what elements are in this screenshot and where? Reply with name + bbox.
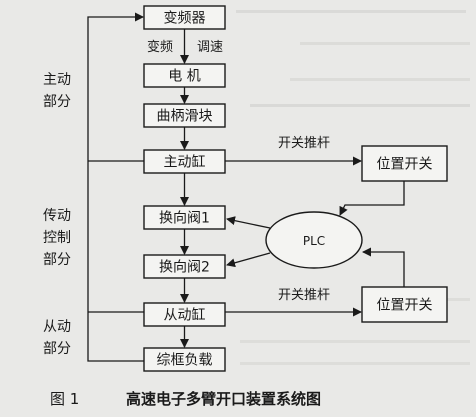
svg-text:部分: 部分 — [43, 94, 71, 110]
side-label-active-part: 主动 部分 — [43, 72, 71, 110]
svg-text:部分: 部分 — [43, 252, 71, 268]
left-grouping-lines — [87, 12, 144, 362]
box-master-cylinder-label: 主动缸 — [164, 154, 206, 171]
box-master-cylinder: 主动缸 — [143, 149, 226, 174]
svg-text:控制: 控制 — [43, 230, 71, 246]
box-slave-cylinder-label: 从动缸 — [164, 307, 206, 324]
box-inverter: 变频器 — [143, 5, 226, 30]
box-slave-cylinder: 从动缸 — [143, 302, 226, 327]
box-crank-slider: 曲柄滑块 — [143, 103, 226, 128]
svg-text:传动: 传动 — [43, 208, 71, 224]
box-valve-2: 换向阀2 — [143, 254, 226, 279]
caption-title: 高速电子多臂开口装置系统图 — [126, 390, 321, 408]
box-valve-1-label: 换向阀1 — [159, 210, 210, 227]
arrow-plc-to-valve2 — [226, 252, 271, 268]
svg-text:部分: 部分 — [43, 341, 71, 357]
svg-text:主动: 主动 — [43, 72, 71, 88]
plc-label: PLC — [303, 234, 325, 248]
box-crank-slider-label: 曲柄滑块 — [157, 108, 213, 125]
side-label-transmission-control-part: 传动 控制 部分 — [43, 208, 71, 268]
label-switch-push-top: 开关推杆 — [278, 136, 330, 151]
box-valve-2-label: 换向阀2 — [159, 259, 210, 276]
box-heddle-load: 综框负载 — [143, 347, 226, 372]
switch-push-top: 开关推杆 — [225, 136, 362, 166]
box-valve-1: 换向阀1 — [143, 205, 226, 230]
box-position-switch-bottom-label: 位置开关 — [377, 298, 433, 314]
box-heddle-load-label: 综框负载 — [157, 353, 213, 369]
feedback-top-switch-to-plc — [339, 181, 405, 216]
label-freq-change: 变频 — [147, 39, 173, 55]
box-inverter-label: 变频器 — [164, 11, 206, 27]
box-position-switch-bottom: 位置开关 — [361, 286, 448, 323]
feedback-bottom-switch-to-plc — [362, 247, 405, 287]
svg-text:从动: 从动 — [43, 319, 71, 335]
label-speed-adjust: 调速 — [197, 40, 223, 55]
box-position-switch-top-label: 位置开关 — [377, 157, 433, 173]
side-label-slave-part: 从动 部分 — [43, 319, 71, 357]
switch-push-bottom: 开关推杆 — [225, 288, 362, 317]
box-motor-label: 电 机 — [168, 69, 200, 85]
feedback-line-to-inverter — [87, 12, 144, 362]
label-switch-push-bottom: 开关推杆 — [278, 288, 330, 303]
box-motor: 电 机 — [143, 63, 226, 88]
arrow-plc-to-valve1 — [226, 216, 271, 229]
plc-ellipse: PLC — [265, 211, 363, 269]
figure-caption: 图 1 高速电子多臂开口装置系统图 — [50, 390, 321, 408]
box-position-switch-top: 位置开关 — [361, 145, 448, 182]
caption-number: 图 1 — [50, 390, 79, 408]
